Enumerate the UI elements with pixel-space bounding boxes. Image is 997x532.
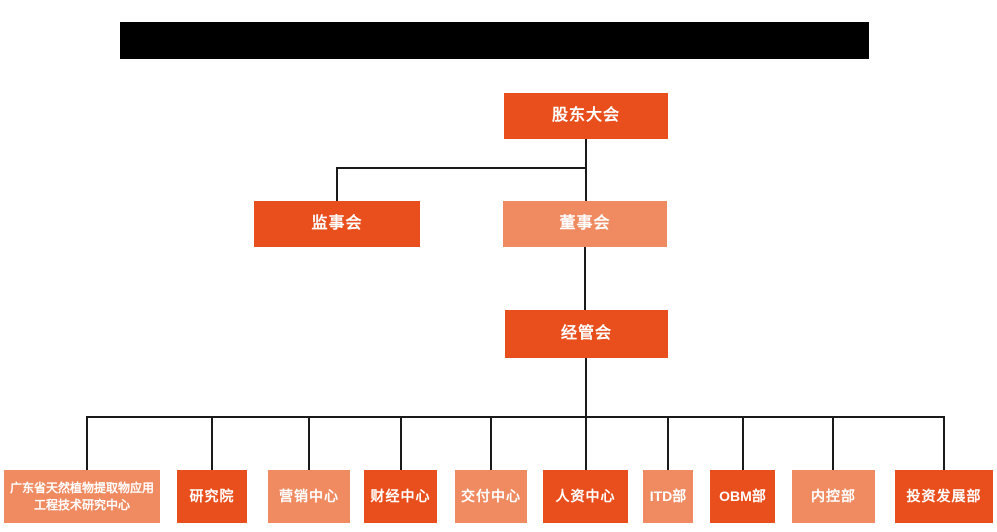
node-dept-hr-center: 人资中心: [543, 470, 628, 523]
redacted-title-bar: [120, 22, 869, 59]
connector-drop-research-institute: [211, 416, 213, 470]
connector-root-to-directors: [585, 139, 587, 201]
connector-drop-delivery-center: [490, 416, 492, 470]
node-dept-research-center: 广东省天然植物提取物应用工程技术研究中心: [4, 470, 160, 523]
node-dept-obm: OBM部: [710, 470, 775, 523]
connector-drop-research-center: [86, 416, 88, 470]
connector-branch-horizontal: [336, 167, 587, 169]
connector-drop-obm: [742, 416, 744, 470]
connector-drop-internal-control: [832, 416, 834, 470]
node-dept-marketing-center: 营销中心: [268, 470, 350, 523]
node-board-of-directors: 董事会: [503, 201, 667, 247]
node-management-committee: 经管会: [505, 310, 668, 358]
connector-drop-finance-center: [400, 416, 402, 470]
connector-directors-to-management: [584, 247, 586, 310]
node-dept-delivery-center: 交付中心: [455, 470, 527, 523]
node-dept-finance-center: 财经中心: [364, 470, 437, 523]
connector-drop-marketing-center: [308, 416, 310, 470]
node-dept-internal-control: 内控部: [792, 470, 875, 523]
connector-department-bus: [86, 416, 945, 418]
node-dept-research-institute: 研究院: [177, 470, 247, 523]
connector-management-to-bus: [585, 358, 587, 417]
connector-drop-investment-development: [943, 416, 945, 470]
connector-drop-hr-center: [585, 416, 587, 470]
node-dept-investment-development: 投资发展部: [895, 470, 993, 523]
node-dept-itd: ITD部: [643, 470, 693, 523]
connector-to-supervisory: [336, 167, 338, 201]
connector-drop-itd: [667, 416, 669, 470]
node-shareholders-meeting: 股东大会: [504, 93, 668, 139]
node-supervisory-board: 监事会: [254, 201, 420, 247]
